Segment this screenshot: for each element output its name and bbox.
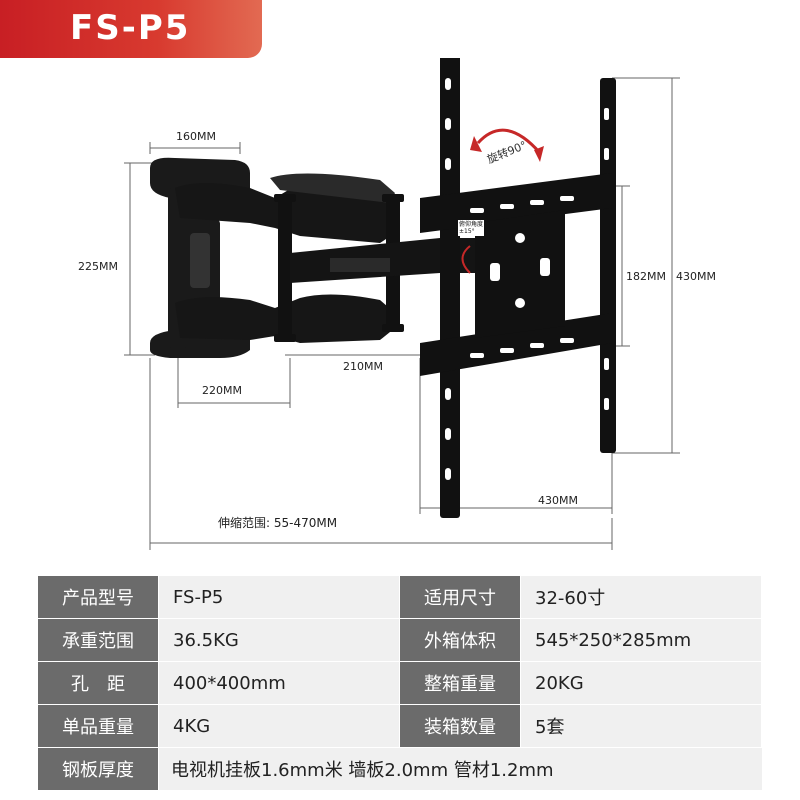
spec-row: 钢板厚度 电视机挂板1.6mm米 墙板2.0mm 管材1.2mm: [38, 748, 762, 790]
spec-label: 孔 距: [38, 662, 158, 704]
dim-arm-length: 210MM: [343, 360, 383, 373]
spec-row: 孔 距 400*400mm 整箱重量 20KG: [38, 662, 762, 704]
spec-table: 产品型号 FS-P5 适用尺寸 32-60寸 承重范围 36.5KG 外箱体积 …: [38, 576, 762, 791]
model-banner-text: FS-P5: [70, 8, 191, 48]
spec-row: 产品型号 FS-P5 适用尺寸 32-60寸: [38, 576, 762, 618]
dim-plate-width: 430MM: [538, 494, 578, 507]
dim-bottom-width: 220MM: [202, 384, 242, 397]
spec-value: 电视机挂板1.6mm米 墙板2.0mm 管材1.2mm: [159, 748, 762, 790]
spec-value: 32-60寸: [521, 576, 761, 618]
spec-label: 承重范围: [38, 619, 158, 661]
tilt-label: 俯仰角度 ±15°: [458, 220, 485, 236]
spec-label: 产品型号: [38, 576, 158, 618]
spec-value: 5套: [521, 705, 761, 747]
model-banner: FS-P5: [0, 0, 262, 58]
mount-illustration: [124, 58, 680, 550]
spec-value: 400*400mm: [159, 662, 399, 704]
spec-value: FS-P5: [159, 576, 399, 618]
product-diagram: 160MM 225MM 210MM 220MM 182MM 430MM 430M…: [0, 58, 800, 568]
spec-label: 装箱数量: [400, 705, 520, 747]
tilt-title: 俯仰角度: [459, 221, 484, 228]
spec-value: 20KG: [521, 662, 761, 704]
spec-value: 36.5KG: [159, 619, 399, 661]
tv-bracket: [420, 58, 616, 518]
dim-left-height: 225MM: [78, 260, 118, 273]
spec-row: 承重范围 36.5KG 外箱体积 545*250*285mm: [38, 619, 762, 661]
spec-label: 整箱重量: [400, 662, 520, 704]
spec-label: 钢板厚度: [38, 748, 158, 790]
spec-label: 单品重量: [38, 705, 158, 747]
dim-top-width: 160MM: [176, 130, 216, 143]
tilt-value: ±15°: [459, 228, 475, 235]
spec-value: 4KG: [159, 705, 399, 747]
dim-plate-height: 430MM: [676, 270, 716, 283]
spec-label: 适用尺寸: [400, 576, 520, 618]
spec-row: 单品重量 4KG 装箱数量 5套: [38, 705, 762, 747]
spec-value: 545*250*285mm: [521, 619, 761, 661]
dim-plate-hole-height: 182MM: [626, 270, 666, 283]
rotation-arrow: [476, 128, 542, 154]
dim-extension-range: 伸缩范围: 55-470MM: [218, 516, 338, 530]
tilt-arrow: [461, 245, 471, 274]
spec-label: 外箱体积: [400, 619, 520, 661]
